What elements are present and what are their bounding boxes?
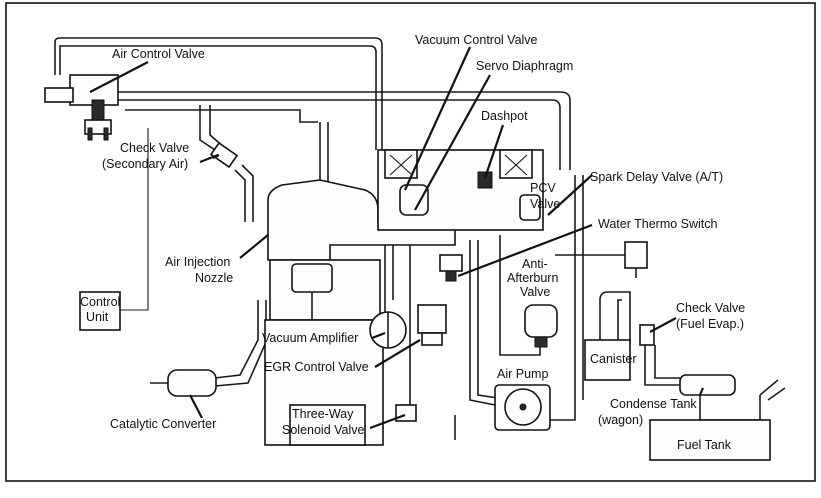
control-unit-box	[79, 291, 121, 331]
egr-control-valve-part	[417, 304, 447, 346]
label-water-thermo-switch: Water Thermo Switch	[598, 217, 718, 231]
label-control-unit-2: Unit	[86, 310, 109, 324]
label-vacuum-control-valve: Vacuum Control Valve	[415, 33, 538, 47]
label-servo-diaphragm: Servo Diaphragm	[476, 59, 573, 73]
air-pump-part	[494, 384, 551, 431]
label-control-unit-1: Control	[80, 295, 120, 309]
label-condense-tank: Condense Tank	[610, 397, 697, 411]
catalytic-converter-part	[150, 369, 217, 397]
label-three-way-1: Three-Way	[292, 407, 354, 421]
label-air-pump: Air Pump	[497, 367, 548, 381]
engine-block	[264, 179, 456, 446]
water-thermo-switch-part	[439, 254, 463, 282]
diagram-frame	[5, 2, 816, 482]
label-egr-control-valve: EGR Control Valve	[264, 360, 369, 374]
anti-afterburn-valve-part	[524, 304, 558, 348]
leader-lines	[89, 46, 705, 430]
vacuum-amplifier-part	[369, 311, 407, 349]
label-air-control-valve: Air Control Valve	[112, 47, 205, 61]
label-spark-delay-valve: Spark Delay Valve (A/T)	[590, 170, 723, 184]
distributor-part	[624, 241, 648, 278]
label-three-way-2: Solenoid Valve	[282, 423, 365, 437]
canister-part	[584, 339, 631, 381]
carburetor-assembly	[377, 149, 544, 231]
label-canister: Canister	[590, 352, 637, 366]
label-air-injection-2: Nozzle	[195, 271, 233, 285]
hose-network	[54, 37, 761, 440]
check-valve-secondary-part	[209, 141, 239, 169]
label-anti-afterburn-1: Anti-	[522, 257, 548, 271]
fuel-tank-part	[649, 379, 786, 461]
label-dashpot: Dashpot	[481, 109, 528, 123]
label-anti-afterburn-2: Afterburn	[507, 271, 558, 285]
three-way-solenoid-part	[395, 404, 417, 422]
label-fuel-tank: Fuel Tank	[677, 438, 732, 452]
condense-tank-part	[679, 374, 736, 396]
label-check-valve-fuel-2: (Fuel Evap.)	[676, 317, 744, 331]
label-catalytic-converter: Catalytic Converter	[110, 417, 216, 431]
label-check-valve-fuel-1: Check Valve	[676, 301, 745, 315]
label-air-injection-1: Air Injection	[165, 255, 230, 269]
label-check-valve-secondary-2: (Secondary Air)	[102, 157, 188, 171]
label-check-valve-secondary-1: Check Valve	[120, 141, 189, 155]
label-pcv-1: PCV	[530, 181, 556, 195]
label-vacuum-amplifier: Vacuum Amplifier	[262, 331, 358, 345]
air-control-valve-part	[44, 74, 119, 141]
label-pcv-2: Valve	[530, 197, 560, 211]
label-anti-afterburn-3: Valve	[520, 285, 550, 299]
check-valve-fuel-part	[639, 324, 655, 346]
label-condense-tank-note: (wagon)	[598, 413, 643, 427]
